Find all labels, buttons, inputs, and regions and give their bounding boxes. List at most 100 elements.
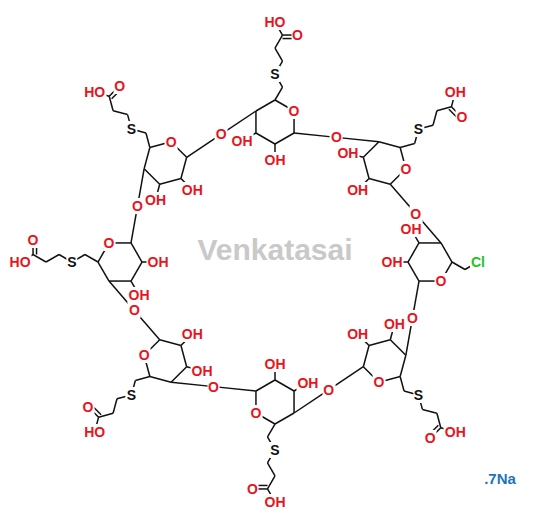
bond-line [33,255,46,263]
bond-line [293,391,295,413]
bond-line [275,35,283,48]
hydroxyl-label: OH [383,316,406,332]
bond-line [363,345,369,366]
carbonyl-oxygen: O [113,78,126,94]
hydroxyl-label: OH [264,356,287,372]
hydroxyl-label: OH [336,145,359,161]
sulfur-atom: S [66,254,77,270]
bond-line [131,262,142,281]
bond-line [408,262,419,281]
hydroxyl-label: OH [346,182,369,198]
bond-line [369,179,390,185]
bond-line [144,169,160,185]
sulfur-atom: S [413,387,424,403]
bond-line [275,133,294,144]
bond-line [135,377,149,381]
carboxyl-hydroxyl: HO [83,424,106,440]
bond-line [268,476,276,489]
bond-line [144,147,150,168]
bond-line [275,380,294,391]
carboxyl-hydroxyl: OH [444,84,467,100]
sulfur-atom: S [126,121,137,137]
bond-line [363,142,379,158]
carboxyl-hydroxyl: OH [264,494,287,510]
glycosidic-oxygen: O [409,206,422,222]
hydroxyl-label: OH [400,221,423,237]
bond-line [275,413,294,424]
bond-line [452,262,465,270]
sulfur-atom: S [269,66,280,82]
bond-line [181,345,187,366]
ring-oxygen: O [288,103,301,119]
bond-line [255,111,257,133]
bond-line [400,355,406,376]
bond-line [113,111,127,115]
bond-line [181,157,187,178]
glycosidic-oxygen: O [322,382,335,398]
ring-oxygen: O [399,161,412,177]
hydroxyl-label: OH [296,375,319,391]
glycosidic-oxygen: O [131,198,144,214]
glycosidic-oxygen: O [215,126,228,142]
bond-line [275,48,283,61]
carbonyl-oxygen: O [246,481,259,497]
bond-line [400,377,404,391]
glycosidic-oxygen: O [330,129,343,145]
ring-oxygen: O [249,405,262,421]
bond-line [85,255,98,263]
glycosidic-oxygen: O [406,310,419,326]
carbonyl-oxygen: O [82,399,95,415]
watermark: Venkatasai [196,234,353,266]
bond-line [160,340,181,346]
bond-line [363,157,369,178]
sulfur-atom: S [413,121,424,137]
carbonyl-oxygen: O [291,27,304,43]
chlorine-atom: Cl [470,254,486,270]
bond-line [275,87,283,100]
bond-line [419,242,441,244]
bond-line [408,243,419,262]
bond-line [150,377,171,383]
sulfur-atom: S [269,442,280,458]
ring-oxygen: O [435,273,448,289]
hydroxyl-label: OH [181,182,204,198]
bond-line [46,255,59,263]
hydroxyl-label: OH [144,192,167,208]
bond-line [98,262,109,281]
bond-line [400,144,414,148]
ring-oxygen: O [372,374,385,390]
glycosidic-oxygen: O [207,379,220,395]
bond-line [268,463,276,476]
bond-line [422,409,436,413]
bond-line [268,424,276,437]
carboxyl-hydroxyl: OH [444,424,467,440]
ring-oxygen: O [103,235,116,251]
hydroxyl-label: OH [381,254,404,270]
hydroxyl-label: OH [264,152,287,168]
bond-line [109,280,131,282]
bond-line [369,340,390,346]
sulfur-atom: S [126,387,137,403]
bond-line [146,133,150,147]
carbonyl-oxygen: O [456,109,469,125]
bond-line [441,243,452,262]
counter-ion: .7Na [483,470,517,487]
glycosidic-oxygen: O [128,302,141,318]
bond-line [256,380,275,391]
bond-line [390,340,406,356]
hydroxyl-label: OH [346,326,369,342]
carbonyl-oxygen: O [27,232,40,248]
ring-oxygen: O [138,347,151,363]
bond-line [171,367,187,383]
hydroxyl-label: OH [147,254,170,270]
bond-line [113,399,117,413]
carbonyl-oxygen: O [424,430,437,446]
bond-line [379,142,400,148]
hydroxyl-label: OH [231,133,254,149]
hydroxyl-label: OH [181,326,204,342]
bond-line [433,111,437,125]
carboxyl-hydroxyl: HO [264,14,287,30]
carboxyl-hydroxyl: HO [83,84,106,100]
